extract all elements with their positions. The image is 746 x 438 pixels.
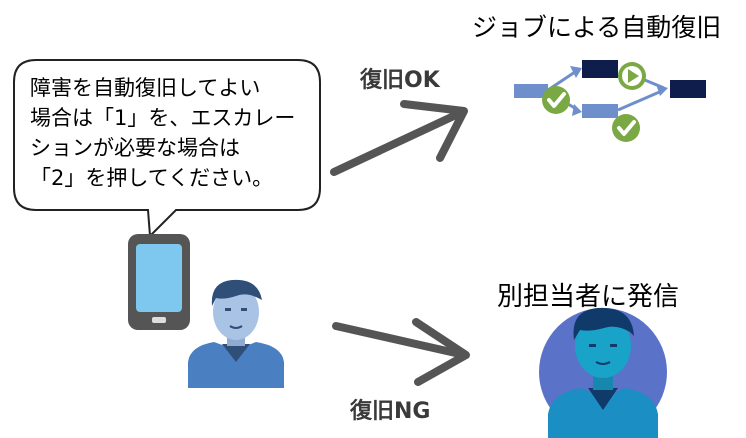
bubble-line: 場合は「1」を、エスカレー — [30, 106, 296, 130]
job-recovery-title: ジョブによる自動復旧 — [472, 13, 722, 42]
bubble-line: 「2」を押してください。 — [30, 166, 274, 190]
person-icon — [188, 279, 284, 388]
bubble-line: ションが必要な場合は — [30, 136, 240, 160]
bubble-message: 障害を自動復旧してよい 場合は「1」を、エスカレー ションが必要な場合は 「2」… — [30, 73, 320, 193]
bubble-line: 障害を自動復旧してよい — [30, 76, 261, 100]
contact-person-icon — [539, 307, 667, 438]
speech-bubble — [13, 59, 321, 239]
ok-arrow — [330, 100, 468, 176]
ok-label: 復旧OK — [360, 68, 440, 93]
smartphone-icon — [128, 234, 190, 330]
notify-other-title: 別担当者に発信 — [497, 282, 680, 312]
job-flow-icon — [514, 60, 706, 142]
ng-arrow — [332, 318, 470, 386]
ng-label: 復旧NG — [350, 399, 431, 424]
